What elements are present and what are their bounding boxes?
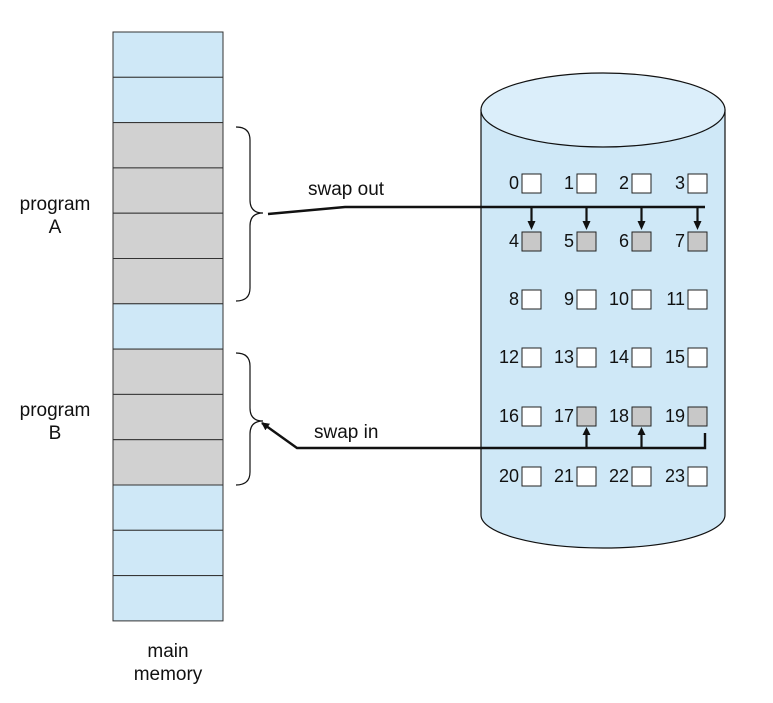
swap-out-arrowhead: [637, 221, 646, 230]
disk-slot-number: 21: [554, 466, 574, 486]
disk-slot-number: 5: [564, 231, 574, 251]
disk-slot-empty: [521, 289, 542, 310]
disk-slot-filled: [631, 231, 652, 252]
disk-slot-number: 18: [609, 406, 629, 426]
program-a-label: program: [20, 194, 91, 215]
program-b-letter: B: [49, 423, 62, 444]
disk-slot-empty: [521, 406, 542, 427]
disk-slot-number: 8: [509, 289, 519, 309]
memory-block-free: [112, 484, 224, 531]
disk-slot-number: 1: [564, 173, 574, 193]
disk-slot-number: 6: [619, 231, 629, 251]
disk-slot-number: 23: [665, 466, 685, 486]
disk-slot-empty: [687, 466, 708, 487]
disk-slot-empty: [521, 466, 542, 487]
memory-block-used: [112, 393, 224, 441]
swap-out-arrowhead: [527, 221, 536, 230]
memory-block-free: [112, 303, 224, 350]
disk-slot-filled: [631, 406, 652, 427]
memory-block-used: [112, 348, 224, 395]
disk-slot-filled: [576, 406, 597, 427]
disk-body: [480, 109, 726, 549]
disk-slot-empty: [687, 173, 708, 194]
disk-slot-number: 0: [509, 173, 519, 193]
disk-slot-empty: [521, 173, 542, 194]
disk-slot-empty: [687, 289, 708, 310]
memory-block-used: [112, 258, 224, 305]
disk-slot-number: 14: [609, 347, 629, 367]
memory-block-used: [112, 167, 224, 214]
disk-slot-number: 20: [499, 466, 519, 486]
disk-slot-number: 4: [509, 231, 519, 251]
disk-slot-filled: [521, 231, 542, 252]
disk-slot-filled: [576, 231, 597, 252]
swap-out-arrowhead: [693, 221, 702, 230]
disk-slot-number: 2: [619, 173, 629, 193]
main-memory: [112, 31, 224, 622]
swap-out-arrowhead: [582, 221, 591, 230]
program-a-brace: [235, 126, 264, 302]
disk-slot-empty: [631, 466, 652, 487]
disk-slot-empty: [576, 347, 597, 368]
swap-in-arrowhead: [637, 427, 646, 435]
disk-slot-number: 10: [609, 289, 629, 309]
disk-slot-number: 15: [665, 347, 685, 367]
swap-in-arrowhead: [582, 427, 591, 435]
disk-slot-filled: [687, 406, 708, 427]
disk-slot-number: 17: [554, 406, 574, 426]
memory-block-used: [112, 212, 224, 259]
disk-slot-empty: [576, 173, 597, 194]
memory-block-free: [112, 529, 224, 577]
program-b-brace: [235, 352, 264, 486]
disk-slot-empty: [631, 289, 652, 310]
disk-slot-number: 9: [564, 289, 574, 309]
disk-slot-empty: [631, 347, 652, 368]
disk-top: [480, 72, 726, 148]
disk-slot-empty: [631, 173, 652, 194]
memory-block-used: [112, 439, 224, 486]
program-b-label: program: [20, 400, 91, 421]
disk-slot-empty: [576, 466, 597, 487]
memory-block-free: [112, 31, 224, 78]
memory-block-free: [112, 575, 224, 622]
disk-slot-number: 3: [675, 173, 685, 193]
swap-out-label: swap out: [308, 179, 385, 200]
disk-slot-empty: [687, 347, 708, 368]
swap-in-label: swap in: [314, 422, 378, 443]
memory-block-used: [112, 122, 224, 169]
disk-slot-number: 16: [499, 406, 519, 426]
swap-in-arrow: [261, 422, 707, 450]
disk-slot-number: 13: [554, 347, 574, 367]
disk-slot-number: 11: [666, 289, 685, 309]
swap-out-arrow: [267, 205, 705, 230]
memory-block-free: [112, 76, 224, 124]
disk-slot-empty: [576, 289, 597, 310]
disk-slot-filled: [687, 231, 708, 252]
program-a-letter: A: [49, 217, 62, 238]
disk-slot-number: 7: [675, 231, 685, 251]
disk-slot-empty: [521, 347, 542, 368]
memory-caption-line1: main: [147, 641, 188, 662]
disk-slot-number: 19: [665, 406, 685, 426]
disk-slot-number: 12: [499, 347, 519, 367]
disk-slot-number: 22: [609, 466, 629, 486]
memory-caption-line2: memory: [134, 664, 203, 685]
